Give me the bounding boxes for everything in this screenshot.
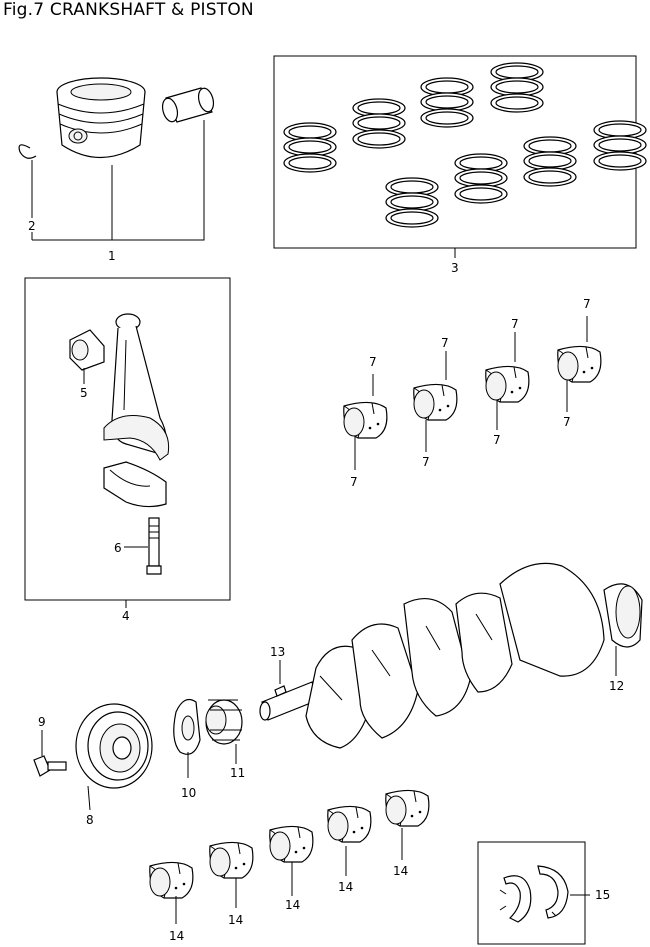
callout-8: 8 [86,813,94,827]
timing-gear-icon [205,699,243,745]
thrust-washer-icon [499,865,569,923]
callout-1: 1 [108,249,116,263]
piston-pin-icon [161,87,215,123]
callout-4: 4 [122,609,130,623]
conrod-box [24,277,231,601]
callout-9: 9 [38,715,46,729]
callout-7h: 7 [563,415,571,429]
callout-7b: 7 [350,475,358,489]
callout-3: 3 [451,261,459,275]
callout-10: 10 [181,786,196,800]
callout-11: 11 [230,766,245,780]
callout-14b: 14 [228,913,243,927]
callout-7g: 7 [583,297,591,311]
callout-2: 2 [28,219,36,233]
callout-7a: 7 [369,355,377,369]
crank-pulley-icon [75,703,153,789]
callout-7f: 7 [493,433,501,447]
callout-7d: 7 [422,455,430,469]
callout-14e: 14 [393,864,408,878]
main-bearing-icon [149,789,430,899]
piston-ring-set-icon [284,63,646,227]
callout-14d: 14 [338,880,353,894]
key-icon [274,685,287,697]
thrust-washer-box [477,841,586,945]
crankshaft-icon [259,562,643,749]
callout-6: 6 [114,541,122,555]
pulley-bolt-icon [33,755,67,777]
callout-7c: 7 [441,336,449,350]
piston-icon [56,77,146,159]
connecting-rod-cap-icon [103,461,167,508]
callout-15: 15 [595,888,610,902]
callout-5: 5 [80,386,88,400]
timing-plate-icon [173,699,201,755]
rod-bolt-icon [146,517,162,575]
callout-14a: 14 [169,929,184,943]
bushing-icon [69,329,105,371]
callout-12: 12 [609,679,624,693]
callout-7e: 7 [511,317,519,331]
callout-13: 13 [270,645,285,659]
snap-ring-icon [18,144,37,159]
callout-14c: 14 [285,898,300,912]
page-title: Fig.7 CRANKSHAFT & PISTON [3,0,254,20]
connecting-rod-icon [103,313,170,461]
